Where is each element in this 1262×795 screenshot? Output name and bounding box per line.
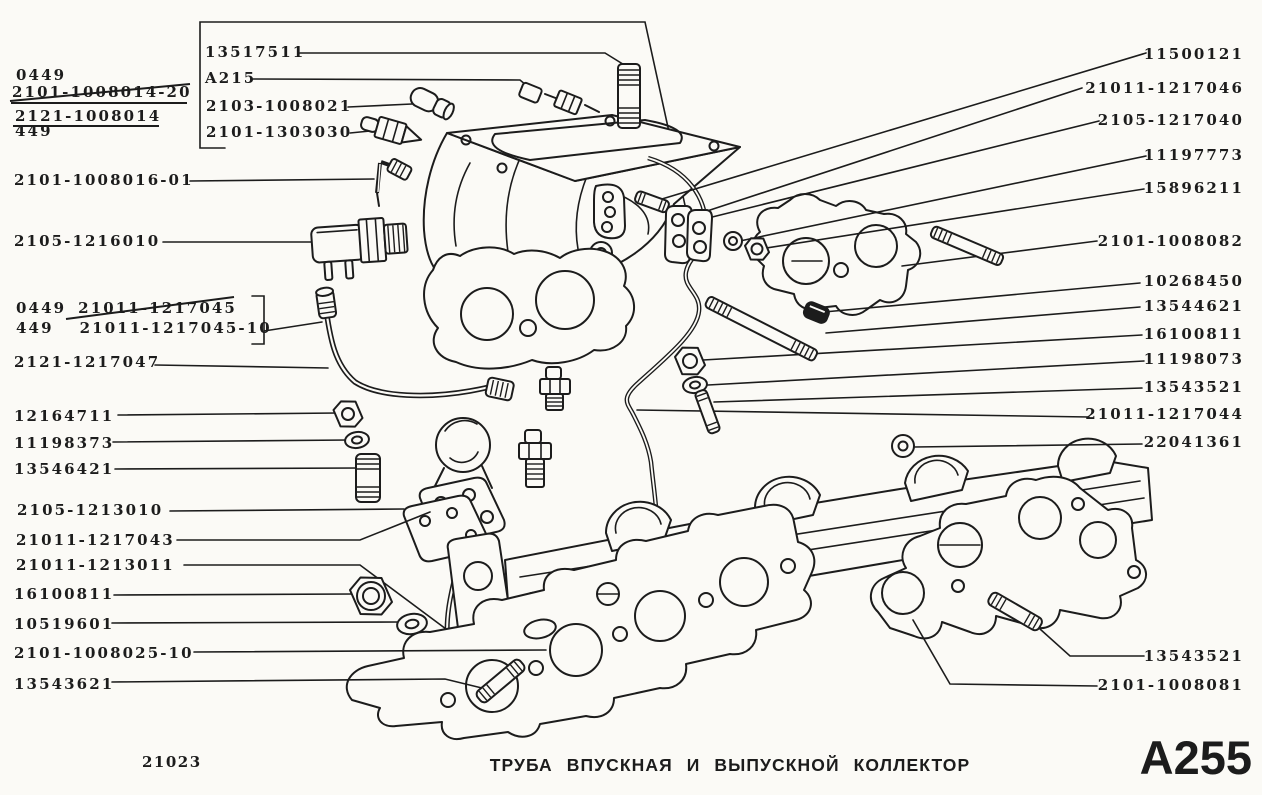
l-pipe — [375, 158, 413, 207]
variant-prefix: 449 — [16, 319, 54, 337]
variant-label: 2121-1008014 — [15, 107, 162, 125]
part-label: 2121-1217047 — [14, 353, 161, 371]
plug-2101-1303030 — [360, 115, 423, 145]
nut-15896211 — [744, 237, 770, 261]
stud-13543621 — [475, 658, 526, 704]
part-label: 2101-1303030 — [206, 123, 353, 141]
nut-12164711 — [332, 400, 364, 428]
intake-manifold — [422, 114, 741, 370]
part-label: 13546421 — [14, 460, 115, 478]
washer-11197773 — [723, 231, 743, 251]
part-label: 13543621 — [14, 675, 115, 693]
part-label: 2103-1008021 — [206, 97, 353, 115]
union-2103-1008021 — [409, 87, 455, 121]
part-label: 11197773 — [1143, 146, 1244, 164]
part-label: 11500121 — [1143, 45, 1244, 63]
catalog-model-code: 21023 — [142, 753, 202, 771]
variant-label: 449 — [15, 122, 53, 140]
manifold-gasket-right — [869, 475, 1147, 640]
variant-row: 449 21011-1217045-10 — [16, 320, 272, 337]
part-label: 11198073 — [1143, 350, 1244, 368]
plug-10268450 — [802, 301, 830, 324]
union-bolt-upper — [539, 366, 571, 411]
part-label: A215 — [205, 69, 257, 87]
part-label: 21011-1213011 — [16, 556, 175, 574]
stud-13543521-lower — [987, 591, 1043, 632]
variant-code-superseded: 21011-1217045 — [78, 299, 237, 317]
part-label: 2101-1008081 — [1097, 676, 1244, 694]
stud-right-mid — [929, 225, 1005, 266]
part-label: 16100811 — [1143, 325, 1244, 343]
stud-13543521-upper — [694, 389, 721, 435]
part-label: 22041361 — [1143, 433, 1244, 451]
gasket-mid-right — [751, 193, 922, 316]
part-label: 16100811 — [14, 585, 115, 603]
leader-lines — [111, 52, 1147, 690]
part-label: 13544621 — [1143, 297, 1244, 315]
part-label: 11198373 — [14, 434, 115, 452]
part-label: 2101-1008025-10 — [14, 644, 194, 662]
ring-22041361 — [891, 434, 915, 458]
part-label: 2105-1213010 — [17, 501, 164, 519]
variant-code: 21011-1217045-10 — [79, 319, 272, 337]
part-label: 13517511 — [205, 43, 306, 61]
part-label: 2101-1008082 — [1097, 232, 1244, 250]
manifold-gasket-center — [345, 503, 816, 740]
part-label: 21011-1217046 — [1085, 79, 1244, 97]
variant-row: 0449 21011-1217045 — [16, 300, 237, 317]
nut-16100811-right — [674, 346, 706, 376]
bolt-a215 — [518, 81, 600, 116]
part-label: 13543521 — [1143, 647, 1244, 665]
part-label: 2105-1217040 — [1097, 111, 1244, 129]
nut-16100811-left — [349, 576, 393, 616]
stud-13546421 — [355, 453, 381, 503]
part-label: 21011-1217044 — [1085, 405, 1244, 423]
variant-label: 0449 — [16, 66, 67, 84]
variant-prefix: 0449 — [16, 299, 67, 317]
part-label: 21011-1217043 — [16, 531, 175, 549]
part-label: 13543521 — [1143, 378, 1244, 396]
part-label: 12164711 — [14, 407, 115, 425]
stud-13517511 — [617, 63, 641, 129]
washer-10519601 — [396, 612, 428, 636]
variant-label-superseded: 2101-1008014-20 — [12, 83, 192, 101]
bracket-2105-1217040 — [664, 205, 713, 265]
curved-pipe — [315, 286, 515, 402]
sensor-2105-1216010 — [310, 217, 409, 281]
washer-11198073 — [682, 375, 708, 395]
callout-box-frame — [199, 21, 694, 243]
stud-13544621 — [704, 296, 819, 362]
part-label: 2101-1008016-01 — [14, 171, 194, 189]
drawing-title: ТРУБА ВПУСКНАЯ И ВЫПУСКНОЙ КОЛЛЕКТОР — [489, 755, 971, 775]
union-bolt-lower — [518, 429, 552, 488]
part-label: 15896211 — [1143, 179, 1244, 197]
page-code: A255 — [1139, 731, 1252, 784]
part-label: 2105-1216010 — [14, 232, 161, 250]
part-label: 10268450 — [1143, 272, 1244, 290]
part-label: 10519601 — [14, 615, 115, 633]
washer-11198373 — [344, 430, 370, 450]
